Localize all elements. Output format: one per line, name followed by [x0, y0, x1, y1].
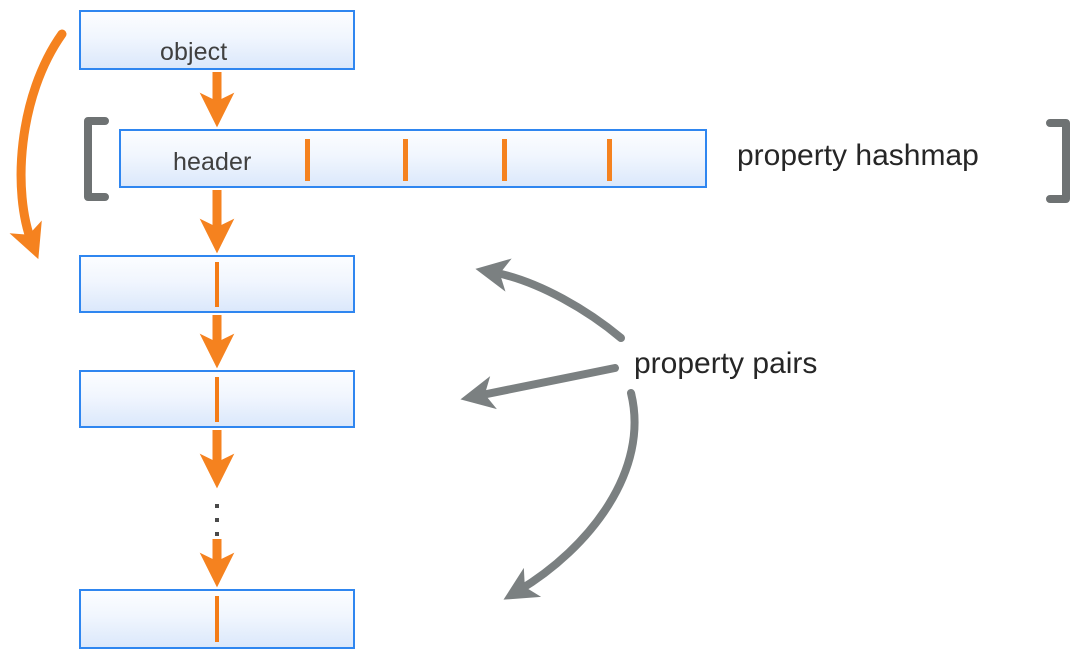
- object-box[interactable]: object: [79, 10, 355, 70]
- hashmap-slot-tick-1: [305, 139, 310, 181]
- property-pairs-caption: property pairs: [634, 347, 818, 380]
- header-box-label: header: [173, 148, 252, 176]
- arrow-pairs-to-pair1: [475, 258, 625, 342]
- property-pair-divider-1: [215, 262, 219, 307]
- arrow-pairs-to-pair2: [460, 364, 619, 410]
- object-box-label: object: [160, 38, 228, 66]
- arrow-pairs-to-pair3: [503, 389, 639, 600]
- bracket-right: [1046, 119, 1070, 203]
- property-pair-divider-2: [215, 377, 219, 422]
- ellipsis-dot-2: [215, 518, 219, 522]
- property-hashmap-caption: property hashmap: [737, 139, 979, 172]
- hashmap-slot-tick-2: [403, 139, 408, 181]
- property-hashmap-box[interactable]: header: [119, 129, 707, 188]
- arrow-object-to-pair1-curve: [9, 29, 67, 260]
- hashmap-slot-tick-4: [607, 139, 612, 181]
- ellipsis-dot-1: [215, 504, 219, 508]
- hashmap-slot-tick-3: [502, 139, 507, 181]
- bracket-left: [84, 117, 109, 201]
- property-pair-divider-3: [215, 596, 219, 642]
- ellipsis-dot-3: [215, 532, 219, 536]
